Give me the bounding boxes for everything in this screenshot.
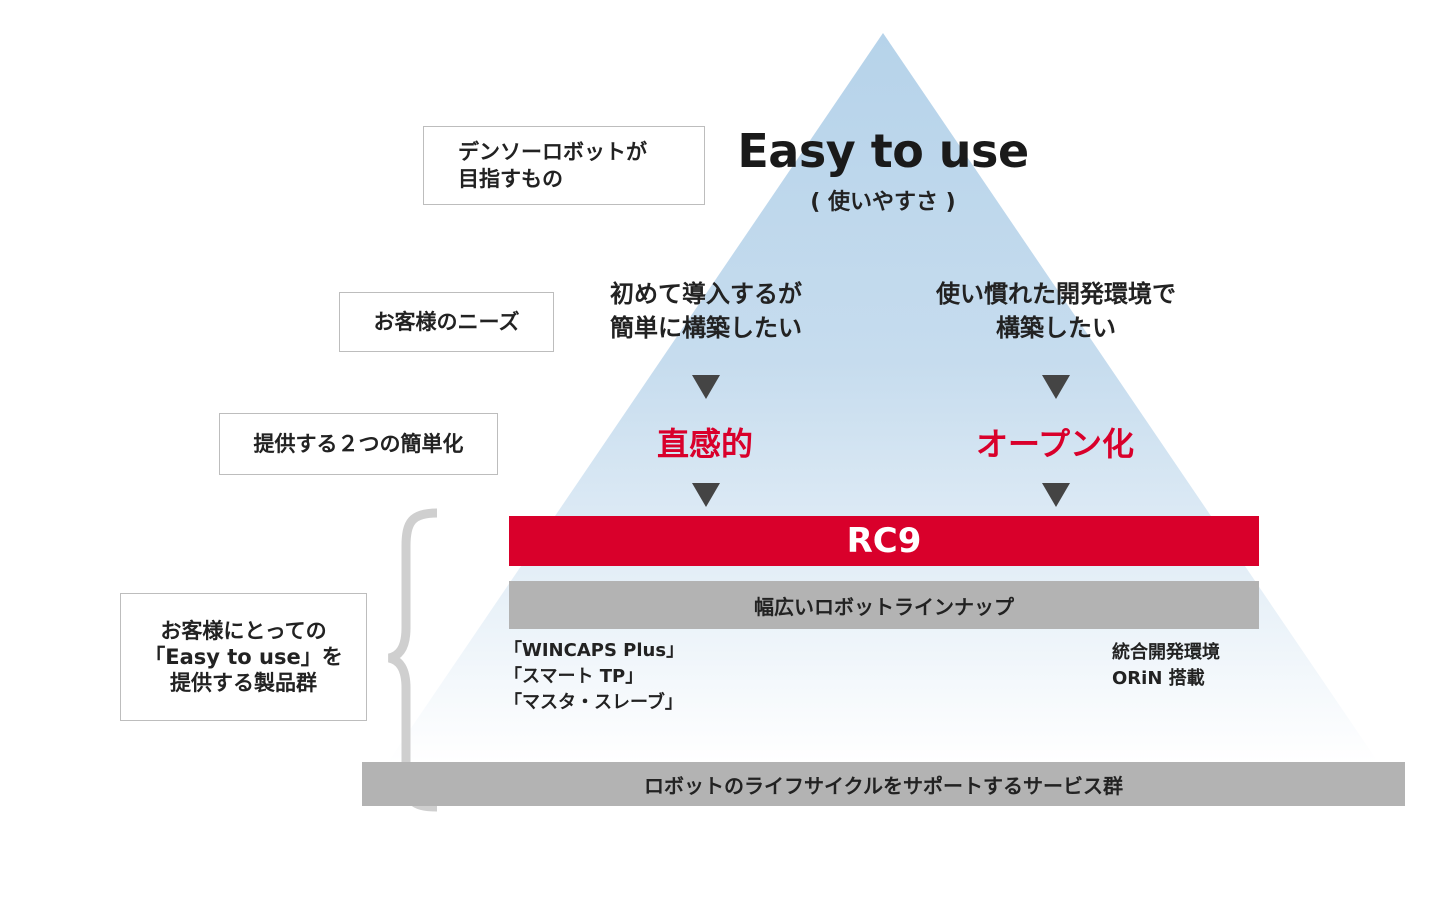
down-triangle-icon [1042, 375, 1070, 399]
simplification-label-box: 提供する２つの簡単化 [219, 413, 498, 475]
goal-label-box: デンソーロボットが 目指すもの [423, 126, 705, 205]
products-label-box: お客様にとっての 「Easy to use」を 提供する製品群 [120, 593, 367, 721]
needs-label-box: お客様のニーズ [339, 292, 554, 352]
products-label: お客様にとっての 「Easy to use」を 提供する製品群 [144, 618, 343, 696]
simplify-right: オープン化 [975, 425, 1135, 463]
pyramid-shape [388, 33, 1378, 762]
services-bar: ロボットのライフサイクルをサポートするサービス群 [362, 762, 1405, 806]
goal-subtitle: ( 使いやすさ ) [810, 190, 956, 215]
rc9-bar: RC9 [509, 516, 1259, 566]
simplify-left: 直感的 [656, 425, 753, 463]
down-triangle-icon [692, 375, 720, 399]
need-left: 初めて導入するが 簡単に構築したい [610, 280, 802, 342]
right-features: 統合開発環境 ORiN 搭載 [1112, 642, 1220, 690]
down-triangle-icon [1042, 483, 1070, 507]
down-triangle-icon [692, 483, 720, 507]
lineup-bar: 幅広いロボットラインナップ [509, 581, 1259, 629]
goal-title: Easy to use [737, 124, 1029, 178]
simplification-label: 提供する２つの簡単化 [253, 431, 464, 456]
need-right: 使い慣れた開発環境で 構築したい [936, 280, 1176, 342]
goal-label: デンソーロボットが 目指すもの [458, 140, 647, 191]
left-features: 「WINCAPS Plus」 「スマート TP」 「マスタ・スレーブ」 [504, 640, 685, 714]
needs-label: お客様のニーズ [373, 309, 520, 334]
